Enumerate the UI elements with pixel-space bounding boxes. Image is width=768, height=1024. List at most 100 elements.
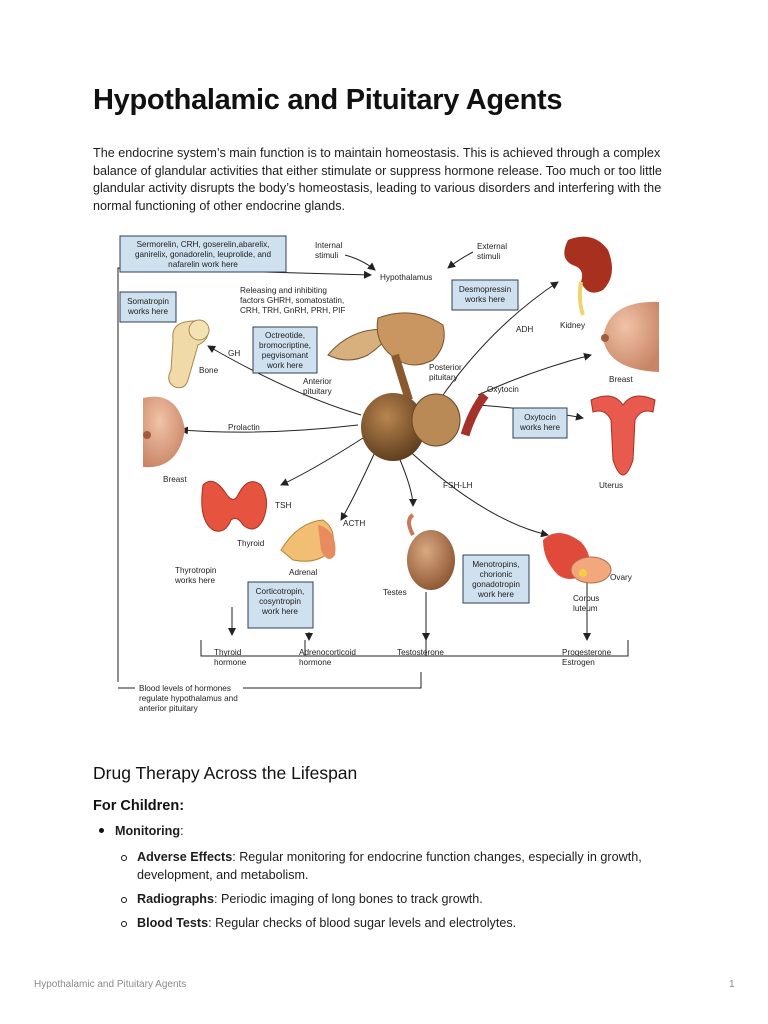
box-hypothalamic-drugs-line2: ganirelix, gonadorelin, leuprolide, and (135, 250, 272, 259)
pituitary-gland (327, 312, 489, 461)
label-prolactin: Prolactin (228, 423, 260, 432)
endocrine-diagram: Sermorelin, CRH, goserelin,abarelix, gan… (113, 230, 660, 718)
label-uterus: Uterus (599, 481, 623, 490)
term-radiographs: Radiographs (137, 892, 214, 906)
text-adverse-effects: : Regular monitoring for endocrine funct… (137, 850, 642, 882)
label-thyrotropin-1: Thyrotropin (175, 566, 217, 575)
label-thyrotropin-2: works here (174, 576, 215, 585)
label-bone: Bone (199, 366, 219, 375)
label-internal-stimuli-1: Internal (315, 241, 342, 250)
box-octreotide-line1: Octreotide, (265, 331, 305, 340)
box-octreotide-line2: bromocriptine, (259, 341, 311, 350)
text-blood-tests: : Regular checks of blood sugar levels a… (208, 916, 517, 930)
section-heading-lifespan: Drug Therapy Across the Lifespan (93, 763, 358, 783)
term-blood-tests: Blood Tests (137, 916, 209, 930)
text-radiographs: : Periodic imaging of long bones to trac… (213, 892, 483, 906)
box-desmopressin-line2: works here (464, 295, 505, 304)
thyroid-illustration (201, 480, 267, 532)
box-octreotide-line4: work here (266, 361, 303, 370)
breast-left-illustration (143, 396, 185, 468)
drug-boxes (119, 235, 568, 629)
box-corticotropin-line3: work here (261, 607, 298, 616)
bone-illustration (168, 319, 210, 389)
circle-bullet-icon (121, 921, 127, 927)
label-external-stimuli-2: stimuli (477, 252, 500, 261)
monitoring-label: Monitoring (115, 824, 181, 838)
label-adreno-hormone-1: Adrenocorticoid (299, 648, 356, 657)
page-number: 1 (729, 979, 735, 990)
label-anterior-2: pituitary (303, 387, 333, 396)
stimuli-arrows (344, 251, 474, 271)
label-progesterone: Progesterone (562, 648, 612, 657)
testes-illustration (407, 513, 455, 590)
ovary-illustration (543, 532, 612, 584)
label-posterior-2: pituitary (429, 373, 459, 382)
footer-title: Hypothalamic and Pituitary Agents (34, 979, 187, 990)
uterus-illustration (590, 395, 656, 476)
label-internal-stimuli-2: stimuli (315, 251, 338, 260)
intro-paragraph: The endocrine system’s main function is … (93, 146, 662, 213)
label-adh: ADH (516, 325, 533, 334)
label-breast-right: Breast (609, 375, 633, 384)
page-title: Hypothalamic and Pituitary Agents (93, 84, 563, 116)
label-ovary: Ovary (610, 573, 633, 582)
box-oxytocin-line1: Oxytocin (524, 413, 556, 422)
label-estrogen: Estrogen (562, 658, 595, 667)
box-menotropins-line1: Menotropins, (472, 560, 519, 569)
label-thyroid: Thyroid (237, 539, 265, 548)
label-releasing-1: Releasing and inhibiting (240, 286, 327, 295)
label-external-stimuli-1: External (477, 242, 507, 251)
list-item-adverse-effects: Adverse Effects: Regular monitoring for … (121, 849, 681, 884)
label-fsh-lh: FSH-LH (443, 481, 473, 490)
label-adreno-hormone-2: hormone (299, 658, 332, 667)
label-tsh: TSH (275, 501, 291, 510)
label-testosterone: Testosterone (397, 648, 444, 657)
list-item-radiographs: Radiographs: Periodic imaging of long bo… (121, 891, 681, 909)
label-releasing-3: CRH, TRH, GnRH, PRH, PIF (240, 306, 345, 315)
term-adverse-effects: Adverse Effects (137, 850, 233, 864)
label-hypothalamus: Hypothalamus (380, 273, 432, 282)
circle-bullet-icon (121, 855, 127, 861)
label-testes: Testes (383, 588, 407, 597)
label-acth: ACTH (343, 519, 365, 528)
label-blood-levels-3: anterior pituitary (139, 704, 199, 713)
kidney-illustration (564, 236, 612, 316)
label-kidney: Kidney (560, 321, 586, 330)
box-corticotropin-line1: Corticotropin, (256, 587, 305, 596)
box-hypothalamic-drugs-line3: nafarelin work here (168, 260, 238, 269)
box-hypothalamic-drugs-line1: Sermorelin, CRH, goserelin,abarelix, (137, 240, 270, 249)
label-breast-left: Breast (163, 475, 187, 484)
box-menotropins-line3: gonadotropin (472, 580, 520, 589)
bullet-icon (99, 828, 104, 833)
hormone-arrows (180, 281, 592, 641)
label-gh: GH (228, 349, 240, 358)
box-corticotropin-line2: cosyntropin (259, 597, 301, 606)
label-blood-levels-1: Blood levels of hormones (139, 684, 231, 693)
label-releasing-2: factors GHRH, somatostatin, (240, 296, 344, 305)
label-blood-levels-2: regulate hypothalamus and (139, 694, 238, 703)
box-somatropin-line2: works here (127, 307, 168, 316)
label-thyroid-hormone-1: Thyroid (214, 648, 242, 657)
feedback-loop (117, 267, 629, 689)
list-item-monitoring: Monitoring: (99, 824, 184, 838)
breast-right-illustration (601, 301, 659, 372)
monitoring-colon: : (180, 824, 184, 838)
label-corpus-1: Corpus (573, 594, 599, 603)
list-item-blood-tests: Blood Tests: Regular checks of blood sug… (121, 915, 681, 933)
box-oxytocin-line2: works here (519, 423, 560, 432)
circle-bullet-icon (121, 897, 127, 903)
label-adrenal: Adrenal (289, 568, 317, 577)
box-menotropins-line4: work here (477, 590, 514, 599)
label-oxytocin: Oxytocin (487, 385, 519, 394)
box-octreotide-line3: pegvisomant (262, 351, 309, 360)
adrenal-illustration (280, 519, 336, 562)
subheading-for-children: For Children: (93, 798, 185, 814)
box-menotropins-line2: chorionic (480, 570, 513, 579)
box-desmopressin-line1: Desmopressin (459, 285, 512, 294)
label-posterior-1: Posterior (429, 363, 462, 372)
label-anterior-1: Anterior (303, 377, 332, 386)
box-somatropin-line1: Somatropin (127, 297, 169, 306)
label-thyroid-hormone-2: hormone (214, 658, 247, 667)
label-corpus-2: luteum (573, 604, 598, 613)
